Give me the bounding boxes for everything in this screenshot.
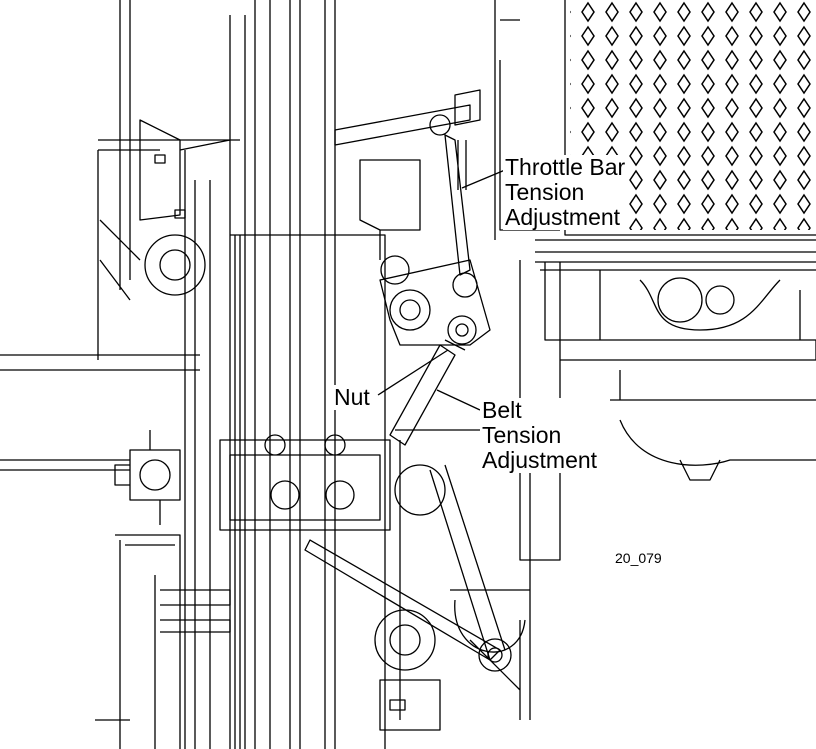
throttle-label-line1: Throttle Bar [505,154,626,180]
panel-frame [494,0,816,271]
bottom-left-plate [115,534,231,749]
left-pulley [144,234,206,296]
leader-throttle [461,169,506,189]
belt-label-line1: Belt [482,397,522,423]
lower-pulley [374,609,441,731]
pivot-plate [379,255,491,346]
belt-rod [389,339,466,446]
belt-label-line2: Tension [482,422,562,448]
engine-housing [519,260,816,561]
throttle-callout: Throttle Bar Tension Adjustment [503,154,628,230]
belt-label-line3: Adjustment [482,447,598,473]
figure-number: 20_079 [615,550,662,566]
throttle-rod [429,89,481,276]
roller-housing [394,429,531,720]
belt-callout: Belt Tension Adjustment [480,397,600,473]
lower-block [219,434,391,531]
handle-lever [304,539,512,672]
throttle-label-line2: Tension [505,179,585,205]
nut-label: Nut [334,384,370,410]
left-mechanism [114,430,181,525]
leader-belt [436,389,481,411]
vertical-column [179,0,386,749]
left-frame [0,0,240,721]
throttle-label-line3: Adjustment [505,204,621,230]
nut-callout: Nut [332,385,372,410]
upper-bracket [139,104,471,260]
leader-nut [377,349,449,396]
